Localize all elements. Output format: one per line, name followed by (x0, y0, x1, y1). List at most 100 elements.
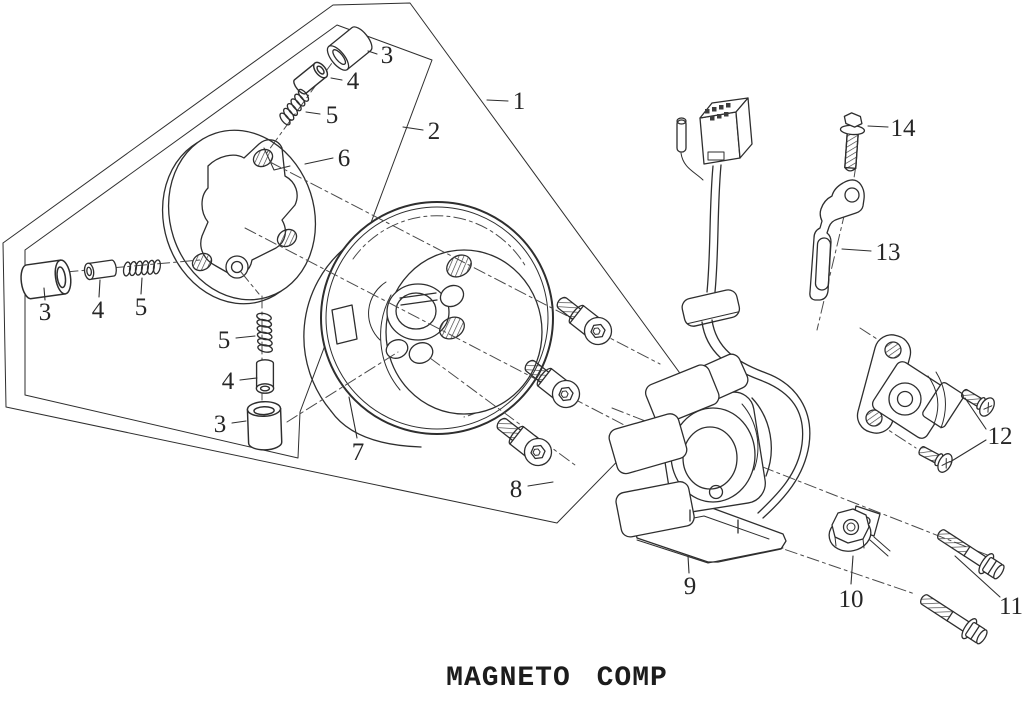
leader (140, 277, 143, 295)
stator-base-thickness (636, 539, 784, 564)
leader (949, 439, 987, 463)
leader (235, 335, 256, 339)
leader (43, 287, 46, 301)
centerline (286, 351, 399, 423)
pickup-hub (888, 382, 922, 416)
plate-hole-hatched (252, 148, 274, 168)
hub-hole-hatched (439, 316, 465, 340)
callout-labels: 1 2 3 4 5 6 3 4 5 5 4 3 7 8 9 10 11 12 1… (39, 42, 1023, 620)
plunger-top (290, 59, 331, 97)
leader (231, 420, 247, 424)
nut-pin (873, 536, 891, 552)
callout-5-top: 5 (326, 102, 339, 129)
leader (239, 377, 258, 381)
rotor-rim-inner-line (325, 206, 549, 430)
mounting-bolt-2 (914, 587, 992, 649)
roller-cap-left (18, 258, 74, 301)
rotor-opening-depth (380, 294, 401, 391)
hub-boss (385, 339, 409, 359)
grommet-body (681, 289, 741, 327)
stator-core-right-arc-inner (741, 403, 759, 471)
centerline (269, 161, 661, 365)
pickup-bracket-hole-hatched (865, 409, 883, 427)
connector-pin (712, 107, 717, 112)
connector-latch (707, 151, 725, 161)
stator-coil-shoe (615, 481, 695, 538)
callout-4-middle: 4 (222, 368, 235, 395)
leader (98, 279, 101, 298)
callout-7: 7 (352, 439, 365, 466)
bracket-outline (809, 179, 865, 301)
mounting-bolts (914, 522, 1009, 649)
pickup-screw-1 (956, 383, 998, 420)
nut-hex (831, 508, 870, 544)
socket-screw-3 (490, 410, 558, 472)
leader (527, 481, 554, 487)
connector-pin (705, 109, 710, 114)
connector-pin (726, 103, 731, 108)
spring-left (120, 258, 163, 278)
bracket-hole (844, 187, 860, 203)
hub-keyway (399, 292, 437, 299)
pickup-screw-2 (914, 440, 956, 476)
centerline (816, 211, 846, 331)
harness-loop-wire (711, 319, 811, 519)
connector-pin (719, 105, 724, 110)
hub-keyway (400, 299, 438, 306)
rotor-depth-edge (303, 246, 347, 412)
starter-clutch-plate (161, 129, 317, 305)
callout-14: 14 (891, 115, 917, 142)
plate-boss-hole (230, 260, 244, 274)
callout-4-left: 4 (92, 297, 105, 324)
flywheel-rotor (303, 201, 554, 448)
bullet-terminal-tip (676, 117, 687, 125)
diagram-title: MAGNETO COMP (446, 663, 668, 694)
plate-outline (167, 129, 317, 301)
mounting-bolt-1 (931, 522, 1009, 584)
callout-12: 12 (988, 423, 1013, 450)
leader (348, 396, 358, 439)
nut-facet (862, 538, 865, 549)
grommet-groove (687, 311, 739, 325)
pickup-winding-edge (927, 375, 939, 425)
leader (330, 77, 343, 81)
stator-coil-shoe (608, 413, 688, 475)
rotor-bottom-edge (330, 410, 422, 448)
callout-1: 1 (513, 88, 526, 115)
leader (954, 555, 1001, 598)
plunger-middle (255, 359, 275, 394)
pickup-winding-edge (935, 371, 946, 429)
clamp-bracket (809, 179, 865, 301)
connector-pin (724, 112, 729, 117)
grommet (681, 289, 741, 327)
stator-coil-shoe (644, 364, 720, 425)
nut-facet (834, 536, 837, 547)
callout-6: 6 (338, 145, 351, 172)
rotor-notch (331, 304, 358, 345)
connector-pin (717, 114, 722, 119)
flange-nut (828, 505, 891, 557)
bracket-bolt (839, 112, 866, 172)
pickup-bracket-hole-hatched (884, 341, 902, 359)
callout-3-middle: 3 (214, 411, 227, 438)
callout-2: 2 (428, 118, 441, 145)
callout-9: 9 (684, 573, 697, 600)
leader (486, 99, 509, 102)
leader (867, 125, 889, 128)
leader (687, 555, 690, 574)
bullet-terminal (676, 119, 687, 153)
bolt14-hex-head (843, 112, 863, 128)
plate-hole-hatched (276, 228, 298, 248)
hub-boss (439, 284, 465, 308)
nut-pin (869, 539, 889, 557)
leader (841, 248, 872, 252)
leader (850, 555, 854, 585)
callout-3-left: 3 (39, 299, 52, 326)
nut-bore (842, 518, 860, 536)
centerline (240, 271, 260, 295)
socket-screw-1 (550, 289, 618, 351)
nut-bore-inner (846, 522, 856, 532)
roller-cap-top (322, 22, 377, 75)
